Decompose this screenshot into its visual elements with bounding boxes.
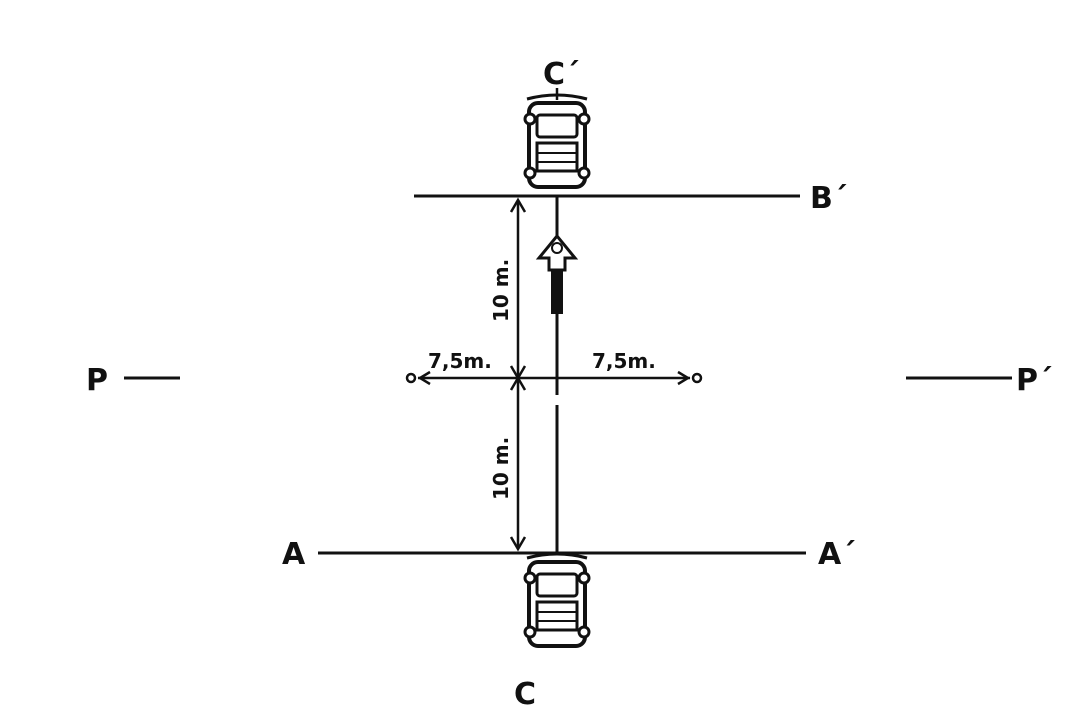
label-c-prime: C´ bbox=[543, 57, 580, 92]
car-top-view-icon bbox=[523, 552, 591, 648]
horizontal-dimension bbox=[405, 370, 703, 386]
car-top-view-icon bbox=[523, 93, 591, 189]
direction-arrow-icon bbox=[535, 233, 579, 314]
dimension-lower-vertical: 10 m. bbox=[489, 437, 513, 500]
label-p: P bbox=[86, 363, 108, 398]
label-a-prime: A´ bbox=[818, 537, 856, 572]
label-p-prime: P´ bbox=[1016, 363, 1053, 398]
label-bottom: C bbox=[514, 677, 536, 712]
dimension-upper-vertical: 10 m. bbox=[489, 259, 513, 322]
label-a: A bbox=[282, 537, 306, 572]
vertical-dimension bbox=[509, 197, 527, 552]
label-b-prime: B´ bbox=[810, 181, 848, 216]
dimension-left-horizontal: 7,5m. bbox=[428, 349, 492, 373]
dimension-right-horizontal: 7,5m. bbox=[592, 349, 656, 373]
